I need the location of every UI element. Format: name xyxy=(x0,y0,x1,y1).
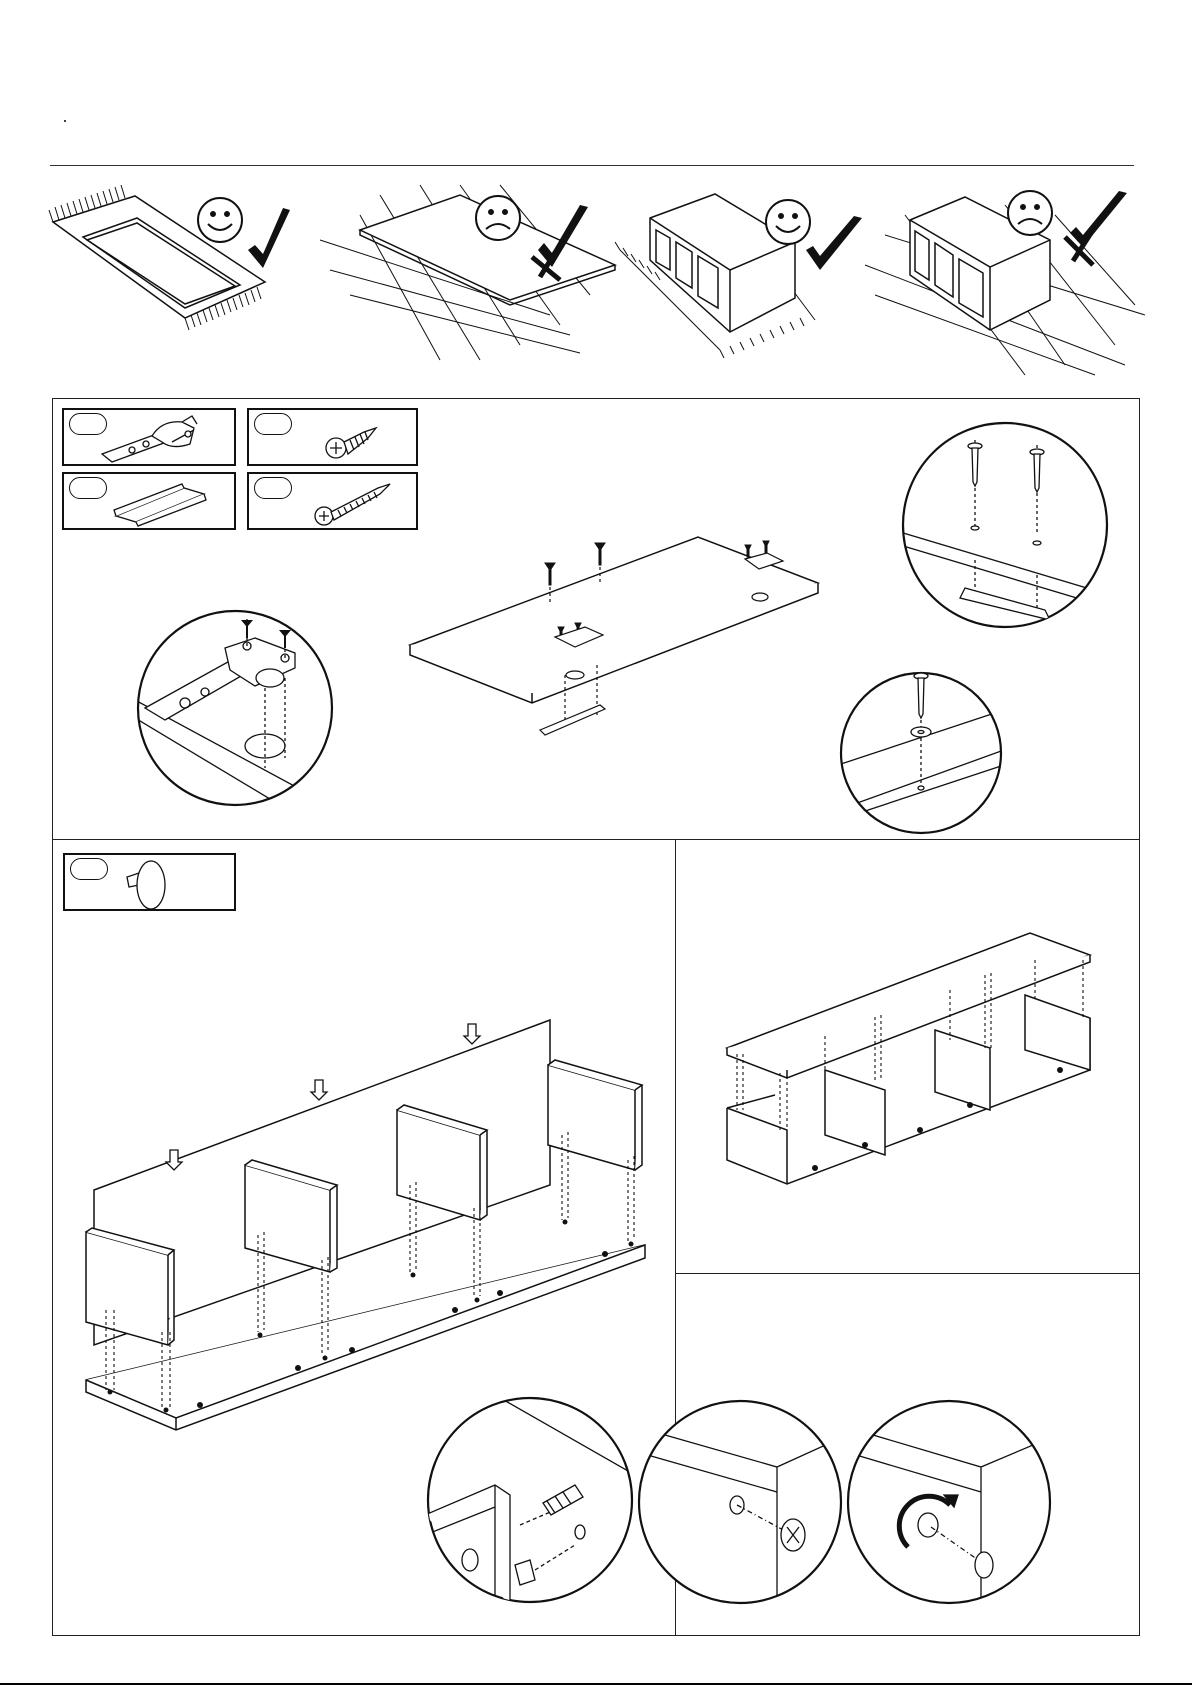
check-mark-icon xyxy=(806,216,862,270)
tip-cabinet-on-floor xyxy=(865,185,1145,375)
step-c-top-assembly-diagram xyxy=(725,930,1095,1190)
cross-mark-icon xyxy=(1065,191,1127,265)
detail-cam-lock-circle xyxy=(637,1397,843,1607)
cam-lock-cap-icon xyxy=(125,859,175,911)
part-id-label xyxy=(69,477,107,499)
detail-cap-circle xyxy=(846,1397,1052,1607)
short-screw-icon xyxy=(324,420,384,460)
detail-screw-circle xyxy=(838,670,1004,836)
part-long-screw-box xyxy=(247,472,418,530)
detail-handle-circle xyxy=(900,420,1110,630)
part-id-label xyxy=(254,413,292,435)
tip-panel-on-floor xyxy=(320,185,610,360)
long-screw-icon xyxy=(314,482,394,526)
step-b-assembly-diagram xyxy=(80,1010,660,1430)
hinge-icon xyxy=(102,414,232,464)
tip-cabinet-on-rug xyxy=(620,190,880,360)
stray-dot xyxy=(64,120,66,122)
step-a-panel-diagram xyxy=(405,525,825,735)
detail-dowel-circle xyxy=(425,1395,635,1605)
header-rule xyxy=(50,165,1134,166)
part-cam-cap-box xyxy=(63,853,236,911)
part-hinge-box xyxy=(62,408,236,466)
frowning-face-icon xyxy=(1008,191,1052,235)
part-id-label xyxy=(70,858,108,880)
part-short-screw-box xyxy=(247,408,418,466)
check-mark-icon xyxy=(248,208,290,268)
frowning-face-icon xyxy=(476,196,520,240)
detail-hinge-circle xyxy=(135,608,335,808)
part-handle-box xyxy=(62,472,236,530)
part-id-label xyxy=(254,477,292,499)
smiley-face-icon xyxy=(766,200,810,244)
handle-profile-icon xyxy=(114,484,224,524)
smiley-face-icon xyxy=(198,198,242,242)
tip-panel-on-rug xyxy=(45,190,315,350)
